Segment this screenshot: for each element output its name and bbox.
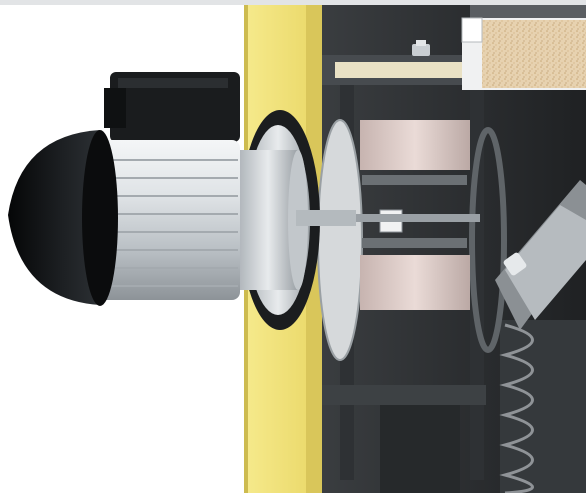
electric-motor xyxy=(8,72,240,306)
coil-spring xyxy=(499,323,534,493)
angled-bracket xyxy=(495,180,586,330)
motor-flange xyxy=(238,110,356,330)
bolt-top xyxy=(412,40,430,56)
top-border xyxy=(0,0,586,5)
cork-panel xyxy=(461,17,586,90)
fan-impeller xyxy=(317,119,507,361)
